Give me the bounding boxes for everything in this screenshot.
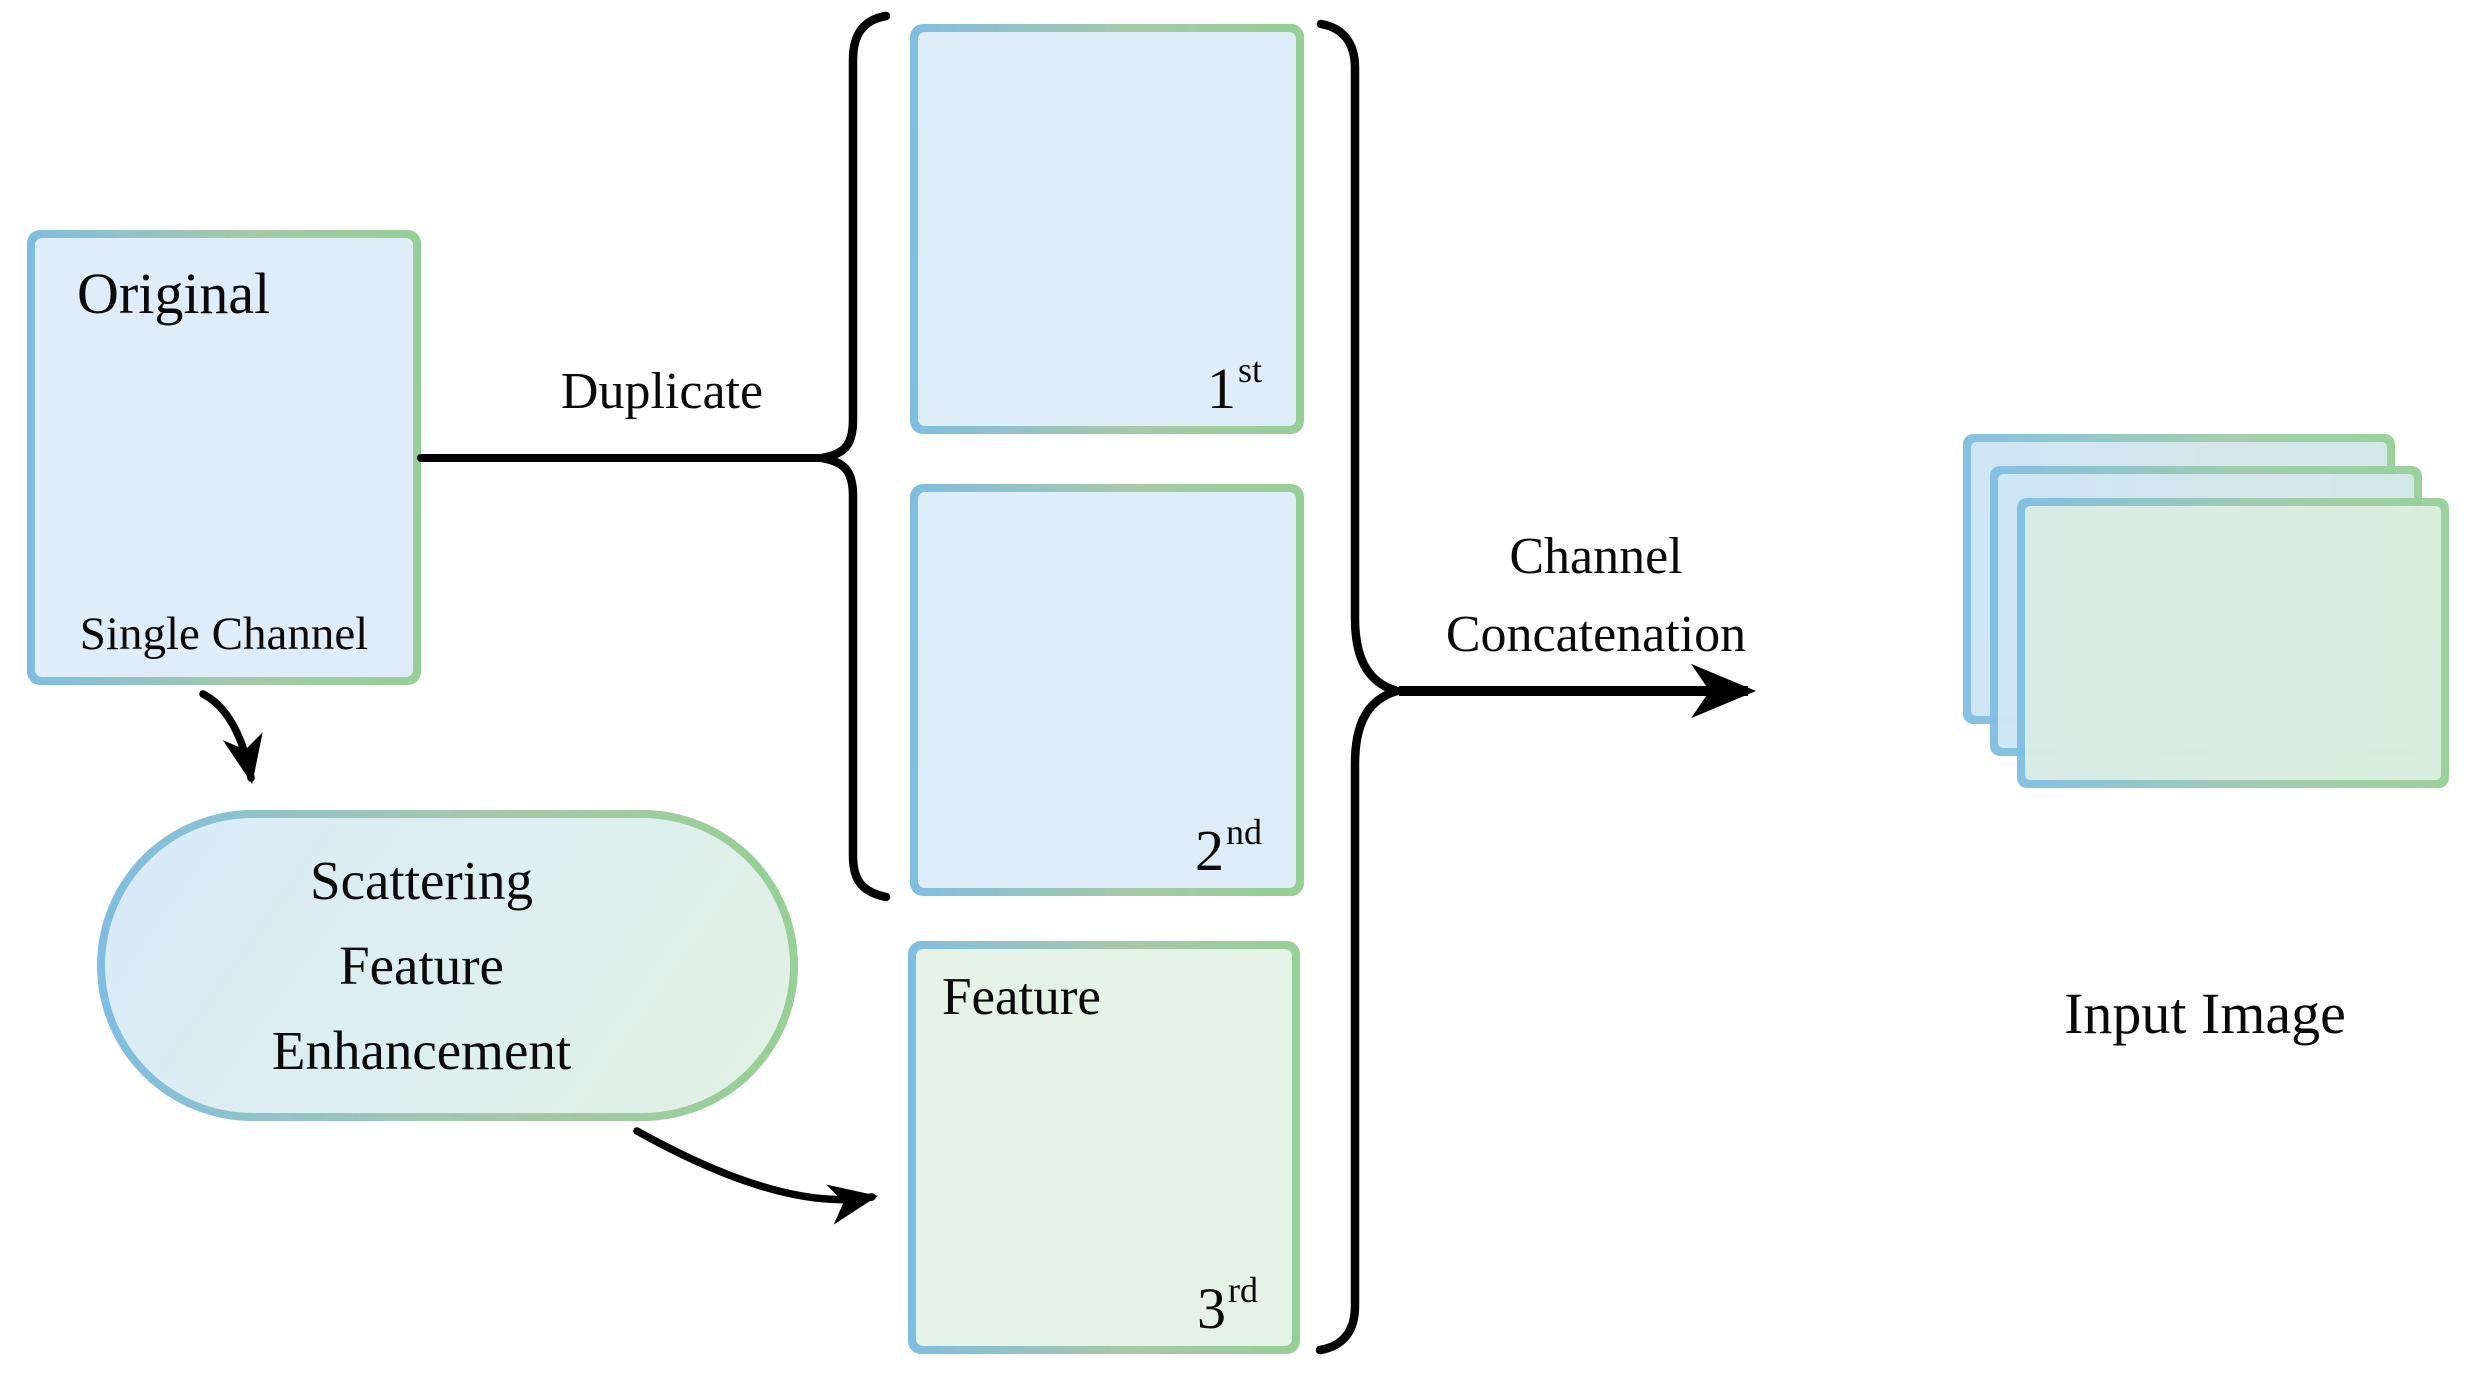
channel-box-2nd-fill: 2nd: [918, 492, 1296, 888]
channel-box-1st-fill: 1st: [918, 32, 1296, 426]
channel-3-ordinal-number: 3: [1197, 1276, 1226, 1341]
enhancement-line-2: Feature: [339, 935, 504, 996]
left-brace: [821, 11, 891, 902]
channel-3-ordinal-suffix: rd: [1228, 1270, 1258, 1310]
channel-box-1st: 1st: [910, 24, 1304, 434]
original-box-title: Original: [77, 261, 271, 326]
original-to-enhancement-arrow: [199, 690, 263, 784]
output-layer-front: [2017, 498, 2449, 788]
channel-3-ordinal: 3rd: [1197, 1269, 1258, 1342]
concatenation-label-line-1: Channel: [1509, 528, 1683, 585]
original-box-subtitle: Single Channel: [79, 608, 369, 660]
channel-2-ordinal-suffix: nd: [1226, 812, 1262, 852]
channel-box-3rd-feature: Feature 3rd: [908, 941, 1300, 1354]
channel-1-ordinal-suffix: st: [1237, 350, 1262, 390]
scattering-feature-enhancement-fill: Scattering Feature Enhancement: [105, 818, 790, 1113]
channel-2-ordinal: 2nd: [1195, 811, 1262, 884]
concatenation-label-line-2: Concatenation: [1445, 606, 1747, 663]
scattering-feature-enhancement-box: Scattering Feature Enhancement: [97, 810, 798, 1121]
channel-box-2nd: 2nd: [910, 484, 1304, 896]
enhancement-line-1: Scattering: [310, 850, 533, 911]
feature-box-title: Feature: [942, 968, 1101, 1026]
output-layer-front-fill: [2025, 506, 2441, 780]
channel-2-ordinal-number: 2: [1195, 818, 1224, 883]
enhancement-line-3: Enhancement: [271, 1020, 572, 1081]
right-brace: [1315, 19, 1413, 1355]
enhancement-to-feature-arrow: [633, 1127, 878, 1225]
channel-box-3rd-fill: Feature 3rd: [916, 949, 1292, 1346]
original-image-box: Original Single Channel: [27, 230, 421, 685]
channel-1-ordinal: 1st: [1207, 349, 1262, 422]
original-image-box-fill: Original Single Channel: [35, 238, 413, 677]
channel-1-ordinal-number: 1: [1206, 356, 1236, 421]
input-image-caption: Input Image: [2064, 981, 2346, 1046]
duplicate-label: Duplicate: [560, 363, 764, 420]
channel-concatenation-label: Channel Concatenation: [1400, 518, 1792, 674]
